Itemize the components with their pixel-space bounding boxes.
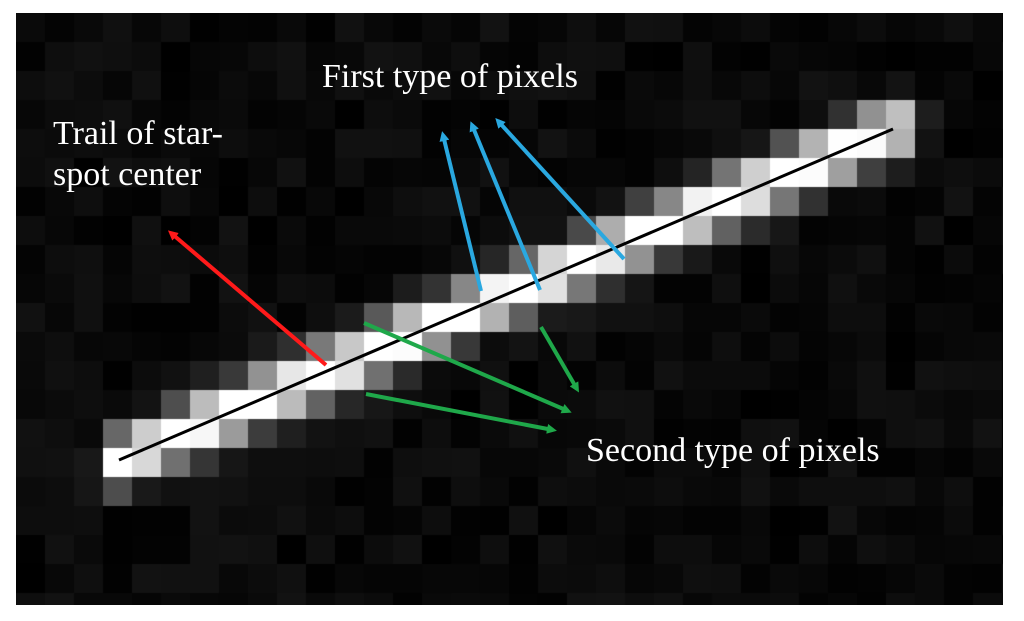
trail-center-line [118,127,894,462]
second-type-arrow-2 [539,325,580,393]
second-type-arrow-3 [365,392,557,434]
trail-pointer-arrow [167,230,328,367]
second-type-arrow-1 [363,321,572,414]
first-type-arrow-2 [469,121,542,291]
second-type-label: Second type of pixels [586,432,880,469]
star-spot-trail-figure: First type of pixels Trail of star- spot… [16,13,1003,605]
trail-label: Trail of star- spot center [53,115,223,193]
pixel-grid [16,13,1003,605]
first-type-label: First type of pixels [322,58,578,95]
annotation-overlay [118,118,894,462]
first-type-arrow-1 [439,131,483,292]
first-type-arrow-3 [495,118,626,261]
